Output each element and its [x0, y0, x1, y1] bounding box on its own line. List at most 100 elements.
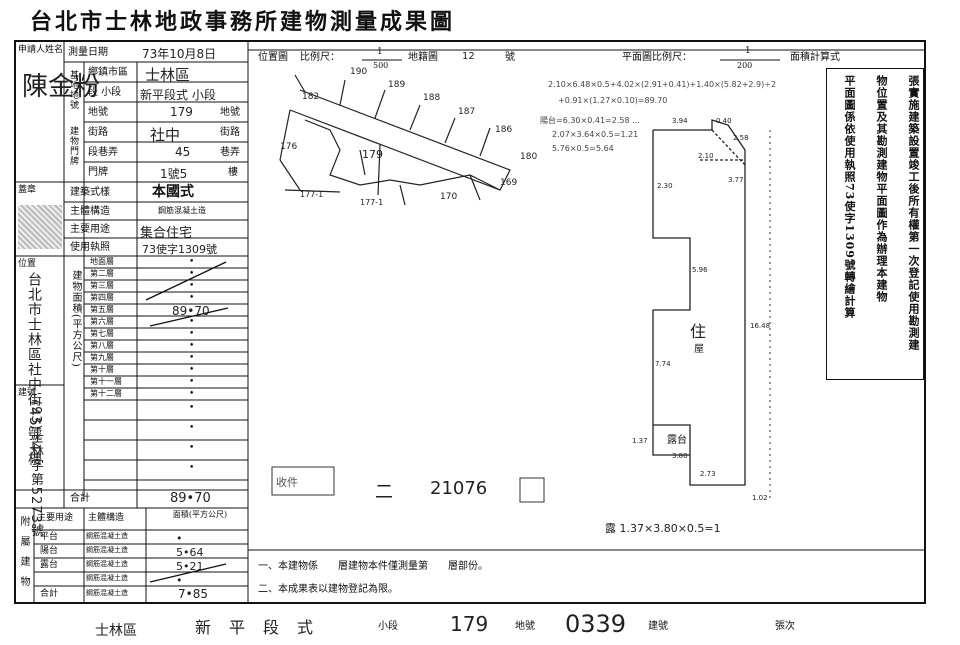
annex-header-structure: 主體構造	[88, 513, 125, 523]
survey-date-label: 測量日期	[68, 47, 108, 58]
building-no-label: 建號	[18, 388, 37, 398]
plan-dimension: 16.48	[750, 322, 771, 330]
annex-header-area: 面積(平方公尺)	[172, 510, 228, 519]
area-calc-line: +0.91×(1.27×0.10)=89.70	[558, 96, 668, 105]
number-suffix: 地號	[220, 107, 240, 118]
position-scale-den: 500	[373, 61, 389, 70]
lot-number: 190	[350, 67, 368, 77]
structure-value: 鋼筋混凝土造	[158, 206, 206, 215]
area-calc-line: 2.07×3.64×0.5=1.21	[552, 130, 639, 139]
lot-number: 182	[302, 92, 320, 102]
annex-usage: 平台	[40, 532, 59, 542]
plan-dimension: 5.96	[692, 266, 708, 274]
right-note-col: 物位置及其勘測建物平面圖作為辦理本建物	[875, 75, 888, 303]
plan-dimension: 0.40	[716, 117, 732, 125]
document-title: 台北市士林地政事務所建物測量成果圖	[30, 9, 456, 35]
floor-name: 第九層	[90, 353, 114, 362]
lane-suffix: 巷弄	[220, 147, 240, 158]
floor-area: •	[189, 463, 195, 473]
position-scale-label: 比例尺：	[300, 52, 340, 63]
plan-scale-den: 200	[737, 61, 753, 70]
footer-sheet-label: 張次	[775, 621, 795, 632]
seal-stamp	[18, 205, 62, 249]
plan-dimension: 2.58	[733, 134, 749, 142]
lot-number: 180	[520, 152, 538, 162]
floor-area: •	[189, 293, 195, 303]
address-group-label: 建物門牌	[68, 126, 78, 166]
floor-name: 第十二層	[90, 389, 122, 398]
footer-lot-label: 地號	[515, 621, 535, 632]
location-value: 台北市士林區社中街45號4樓	[26, 272, 42, 467]
plan-dimension: 3.94	[672, 117, 688, 125]
plan-dimension: 3.80	[672, 452, 688, 460]
location-label: 位置	[18, 259, 37, 269]
annex-area: 5•64	[176, 546, 204, 559]
floor-name: 第七層	[90, 329, 114, 338]
style-label: 建築式樣	[70, 187, 110, 198]
plan-dimension: 7.74	[655, 360, 671, 368]
footer-building-no-label: 建號	[648, 621, 668, 632]
floor-name: 第六層	[90, 317, 114, 326]
total-value: 89•70	[170, 491, 211, 506]
lot-number: 170	[440, 192, 458, 202]
floor-name: 第五層	[90, 305, 114, 314]
street-suffix: 街路	[220, 127, 240, 138]
usage-value: 集合住宅	[140, 226, 193, 241]
floor-area: •	[189, 269, 195, 279]
floor-name: 第三層	[90, 281, 114, 290]
position-map-label: 位置圖	[258, 52, 288, 63]
section-value: 新平段式 小段	[140, 88, 216, 102]
lot-number: 177-1	[360, 198, 384, 207]
applicant-name: 陳金粉	[22, 72, 101, 102]
street-value: 社中	[150, 126, 181, 144]
floor-name: 第八層	[90, 341, 114, 350]
floor-area: •	[189, 317, 195, 327]
note-2: 二、本成果表以建物登記為限。	[258, 584, 398, 595]
total-label: 合計	[70, 493, 90, 504]
right-note-col: 平面圖係依使用執照73使字1309號轉繪計算	[843, 75, 856, 319]
lot-number: 176	[280, 142, 298, 152]
sheet-suffix: 號	[505, 52, 515, 63]
district-value: 士林區	[145, 66, 191, 84]
plan-dimension: 2.73	[700, 470, 716, 478]
lane-label: 段巷弄	[88, 147, 118, 158]
footer-building-no: 0339	[565, 610, 627, 638]
floor-plan-sketch	[652, 119, 746, 486]
annex-structure: 鋼筋混凝土造	[86, 546, 128, 554]
floor-area: •	[189, 353, 195, 363]
floor-name: 地面層	[90, 257, 114, 266]
floors-label: 建物面積(平方公尺)	[70, 270, 81, 368]
terrace-annotation: 露 1.37×3.80×0.5=1	[605, 522, 721, 535]
license-label: 使用執照	[70, 242, 110, 253]
room-label-2: 屋	[694, 344, 704, 355]
footer-lot: 179	[450, 612, 489, 636]
annex-structure: 鋼筋混凝土造	[86, 560, 128, 568]
floor-name: 第十一層	[90, 377, 122, 386]
door-suffix: 樓	[228, 167, 238, 178]
floor-area: •	[189, 443, 195, 453]
floor-area: •	[189, 329, 195, 339]
right-note-box: 張實施建築設置竣工後所有權第一次登記使用勘測建 物位置及其勘測建物平面圖作為辦理…	[826, 68, 924, 380]
street-label: 街路	[88, 127, 108, 138]
usage-label: 主要用途	[70, 224, 110, 235]
door-value: 1號5	[160, 167, 188, 181]
sheet-no: 12	[462, 51, 475, 62]
area-calc-line: 陽台=6.30×0.41=2.58 ...	[540, 116, 640, 125]
form-frame	[14, 40, 926, 604]
annex-usage: 陽台	[40, 546, 59, 556]
section-label: 段 小段	[88, 87, 122, 98]
terrace-label: 露台	[667, 435, 687, 446]
annex-group-label: 附屬建物	[18, 516, 29, 596]
floor-area: 89•70	[172, 304, 210, 318]
annex-total-value: 7•85	[178, 587, 208, 601]
floor-area: •	[189, 377, 195, 387]
right-note-col: 張實施建築設置竣工後所有權第一次登記使用勘測建	[907, 75, 920, 351]
annex-structure: 鋼筋混凝土造	[86, 532, 128, 540]
lane-value: 45	[175, 145, 191, 159]
annex-total-structure: 鋼筋混凝土造	[86, 589, 128, 597]
lot-number: 179	[362, 148, 383, 161]
number-value: 179	[170, 105, 193, 119]
annex-area: •	[176, 574, 183, 587]
annex-total-label: 合計	[40, 589, 59, 599]
